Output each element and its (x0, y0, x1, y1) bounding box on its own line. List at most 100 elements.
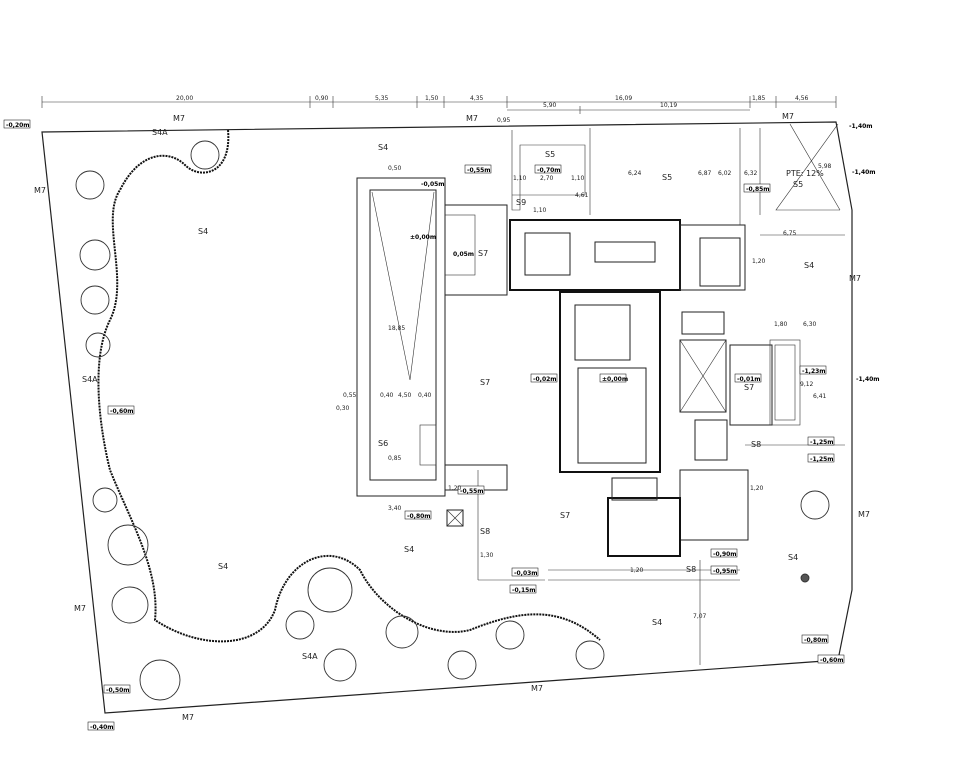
garden-border (97, 129, 601, 643)
zone-labels: M7 M7 M7 M7 M7 M7 M7 M7 M7 S4A S4A S4A S… (34, 112, 870, 722)
dim-label: 6,30 (803, 321, 817, 328)
dim-label: 5,90 (543, 102, 557, 109)
property-boundary (41, 121, 853, 714)
dim-label: 5,35 (375, 95, 389, 102)
zone-label: S4 (804, 261, 814, 270)
tree-symbols (75, 140, 830, 701)
ramp-diagonal (789, 123, 841, 211)
dim-label: 1,10 (513, 175, 527, 182)
dim-label: 4,50 (398, 392, 412, 399)
zone-label: S8 (686, 565, 696, 574)
dim-label: 18,85 (388, 325, 405, 332)
level-tag: -0,05m (421, 181, 445, 188)
dim-label: 9,12 (800, 381, 814, 388)
dim-label: 1,20 (630, 567, 644, 574)
zone-label: S6 (378, 439, 388, 448)
zone-label: M7 (858, 510, 870, 519)
dim-label: 16,09 (615, 95, 632, 102)
level-tag: -0,15m (512, 587, 536, 594)
s5-zone (511, 128, 761, 225)
dim-label: 7,07 (693, 613, 707, 620)
dim-label: 1,30 (480, 552, 494, 559)
level-tag: -0,70m (537, 167, 561, 174)
inner-dimensions: 0,95 1,10 2,70 1,10 4,61 1,10 6,24 6,87 … (336, 117, 832, 620)
zone-label: S7 (480, 378, 490, 387)
level-tag: -1,25m (810, 456, 834, 463)
level-tag: -0,55m (467, 167, 491, 174)
pool (356, 177, 476, 497)
zone-label: S4A (302, 652, 318, 661)
east-stairs (745, 234, 845, 446)
zone-label: S8 (480, 527, 490, 536)
dim-label: 1,85 (752, 95, 766, 102)
dim-label: 10,19 (660, 102, 677, 109)
level-tag: -0,40m (90, 724, 114, 731)
dim-label: 0,30 (336, 405, 350, 412)
dimension-chain: 20,00 0,90 5,35 1,50 4,35 16,09 1,85 4,5… (41, 95, 837, 114)
ramp-outline (775, 123, 840, 211)
dim-label: 1,20 (752, 258, 766, 265)
dim-label: 1,80 (774, 321, 788, 328)
dim-label: 1,20 (448, 485, 462, 492)
zone-label: M7 (849, 274, 861, 283)
zone-label: S8 (751, 440, 761, 449)
zone-label: S4 (652, 618, 662, 627)
dim-label: 4,56 (795, 95, 809, 102)
dim-label: 0,90 (315, 95, 329, 102)
zone-label: M7 (466, 114, 478, 123)
zone-label: S5 (793, 180, 803, 189)
dim-label: 5,98 (818, 163, 832, 170)
dim-label: 0,85 (388, 455, 402, 462)
zone-label: S5 (662, 173, 672, 182)
level-tag: ±0,00m (602, 376, 628, 383)
level-tag: -0,60m (110, 408, 134, 415)
level-tag: -0,85m (746, 186, 770, 193)
zone-label: S4 (198, 227, 208, 236)
meter-box (446, 509, 464, 527)
dim-label: 4,61 (575, 192, 589, 199)
level-tag: -0,50m (106, 687, 130, 694)
dim-label: 0,40 (380, 392, 394, 399)
dim-label: 6,02 (718, 170, 732, 177)
level-tag: -0,95m (713, 568, 737, 575)
level-tag: 0,05m (453, 251, 474, 258)
dim-label: 0,55 (343, 392, 357, 399)
zone-label: S4 (788, 553, 798, 562)
zone-label: M7 (173, 114, 185, 123)
level-tag: -0,20m (6, 122, 30, 129)
zone-label: M7 (531, 684, 543, 693)
dim-label: 0,40 (418, 392, 432, 399)
meter-box (446, 509, 464, 527)
level-tags: -0,20m -0,55m -0,70m -0,05m ±0,00m 0,05m… (3, 119, 880, 731)
zone-label: S4A (152, 128, 168, 137)
level-tag: -1,40m (852, 169, 876, 176)
zone-label: S4 (378, 143, 388, 152)
ramp-label: PTE: 12% (786, 169, 824, 178)
dim-label: 6,75 (783, 230, 797, 237)
terrace (444, 204, 508, 296)
dim-label: 6,87 (698, 170, 712, 177)
dim-label: 0,50 (388, 165, 402, 172)
dim-label: 4,35 (470, 95, 484, 102)
dim-label: 6,41 (813, 393, 827, 400)
dim-label: 1,10 (571, 175, 585, 182)
zone-label: S4 (404, 545, 414, 554)
level-tag: ±0,00m (410, 234, 436, 241)
zone-label: S7 (744, 383, 754, 392)
dim-label: 1,20 (750, 485, 764, 492)
dim-label: 2,70 (540, 175, 554, 182)
dim-label: 20,00 (176, 95, 193, 102)
dim-label: 1,50 (425, 95, 439, 102)
zone-label: S5 (545, 150, 555, 159)
level-tag: -1,40m (849, 123, 873, 130)
level-tag: -0,03m (514, 570, 538, 577)
level-tag: -0,02m (533, 376, 557, 383)
level-tag: -1,23m (802, 368, 826, 375)
zone-label: M7 (782, 112, 794, 121)
zone-label: S7 (560, 511, 570, 520)
dim-label: 3,40 (388, 505, 402, 512)
level-tag: -0,90m (713, 551, 737, 558)
dim-label: 0,95 (497, 117, 511, 124)
zone-label: S7 (478, 249, 488, 258)
